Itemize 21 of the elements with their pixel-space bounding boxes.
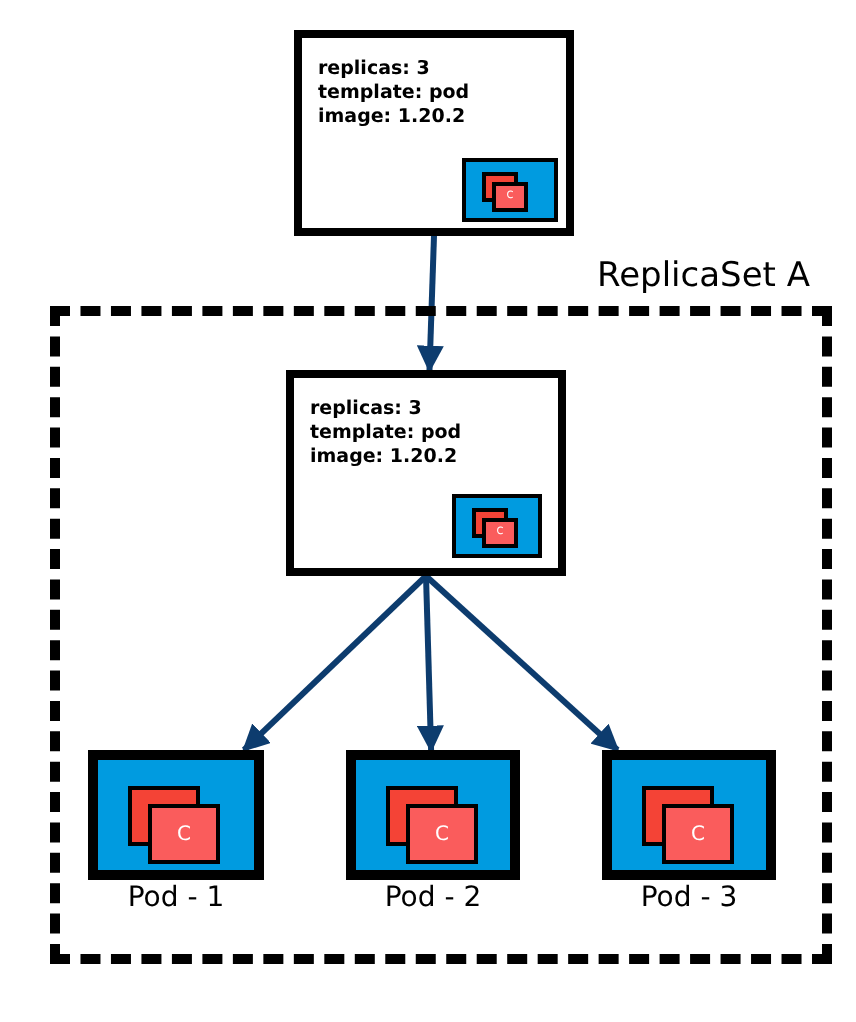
- spec-text: image: 1.20.2: [310, 446, 460, 470]
- spec-text: template: pod: [310, 422, 462, 446]
- group-title: ReplicaSet A: [597, 256, 810, 296]
- pod-label: Pod - 2: [384, 882, 482, 914]
- container-card: C: [662, 804, 734, 864]
- pod-icon: [462, 158, 558, 222]
- arrow: [416, 235, 444, 373]
- pod-label: Pod - 3: [640, 882, 738, 914]
- pod-label: Pod - 1: [127, 882, 225, 914]
- spec-text: image: 1.20.2: [318, 106, 468, 130]
- template-box: [294, 30, 574, 236]
- spec-text: template: pod: [318, 82, 470, 106]
- container-card: C: [406, 804, 478, 864]
- spec-text: replicas: 3: [310, 398, 424, 422]
- arrow: [241, 573, 429, 753]
- spec-text: replicas: 3: [318, 58, 432, 82]
- arrow: [424, 573, 620, 753]
- arrow: [416, 575, 444, 753]
- template-box: [286, 370, 566, 576]
- container-card: C: [148, 804, 220, 864]
- pod-icon: [452, 494, 542, 558]
